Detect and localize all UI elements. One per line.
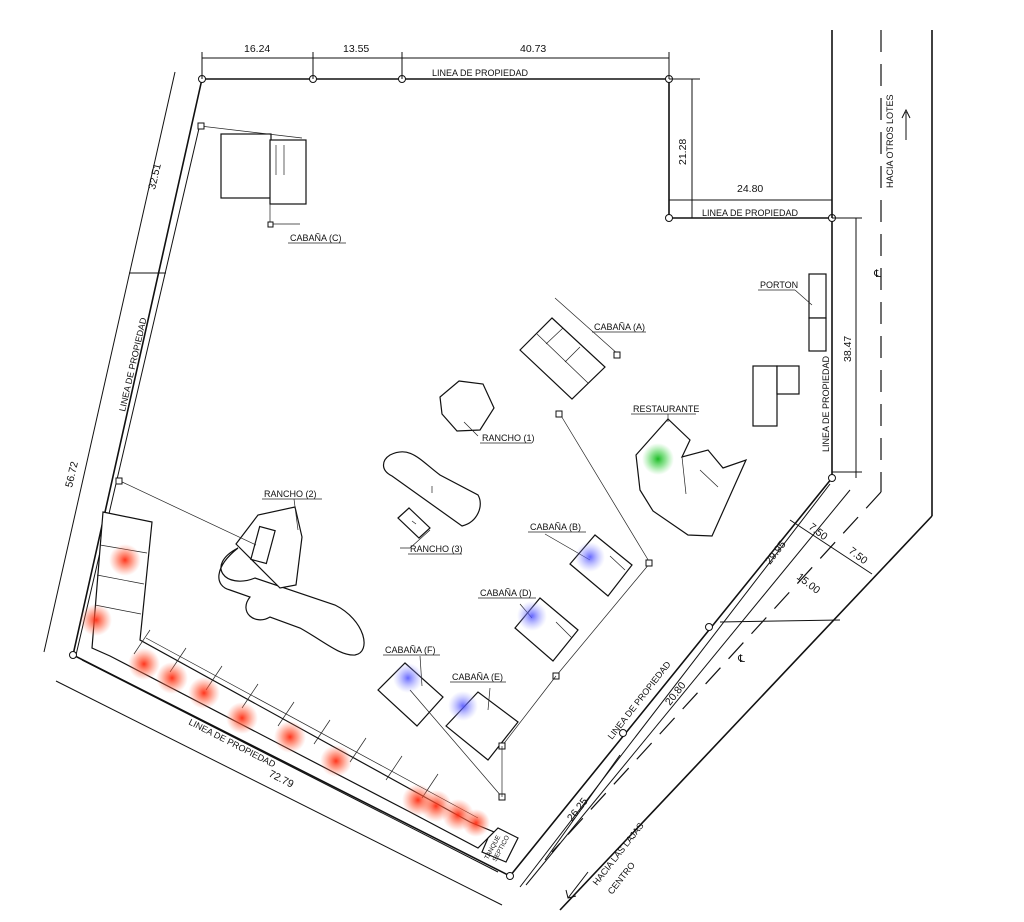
dim-left-upper: 32.51 xyxy=(146,162,164,190)
dim-left-lower: 56.72 xyxy=(63,460,81,488)
septic-tank: TANQUE SEPTICO xyxy=(481,827,519,863)
rancho-2: RANCHO (2) xyxy=(115,477,365,656)
boundary-nodes xyxy=(69,75,836,880)
red-marker xyxy=(80,604,112,636)
dim-right-top: 21.28 xyxy=(677,139,689,165)
dim-top-a: 16.24 xyxy=(244,43,270,55)
blue-marker xyxy=(517,601,547,631)
dimension-lines xyxy=(43,52,873,906)
property-boundary xyxy=(72,78,833,878)
cabin-e-label: CABAÑA (E) xyxy=(452,672,503,682)
dim-right-mid: 24.80 xyxy=(737,183,763,195)
dim-right-long: 38.47 xyxy=(842,336,854,362)
red-marker xyxy=(226,702,258,734)
red-marker xyxy=(188,677,220,709)
road-centerline-bottom: ℄ xyxy=(737,653,745,665)
restaurant-label: RESTAURANTE xyxy=(633,404,699,414)
dim-bottom: 72.79 xyxy=(267,768,296,791)
cabin-c: CABAÑA (C) xyxy=(197,122,346,244)
red-marker xyxy=(462,809,490,837)
property-line-label-top: LINEA DE PROPIEDAD xyxy=(432,68,529,78)
blue-marker xyxy=(575,542,605,572)
dim-diag-b: 7.50 xyxy=(846,545,870,567)
green-marker xyxy=(642,443,674,475)
red-marker xyxy=(320,745,352,777)
gate-label: PORTON xyxy=(760,280,798,290)
rancho-1-label: RANCHO (1) xyxy=(482,433,535,443)
cabin-d: CABAÑA (D) xyxy=(478,559,653,680)
dim-top-b: 13.55 xyxy=(343,43,369,55)
road-centerline-top: ℄ xyxy=(873,268,881,280)
cabin-d-label: CABAÑA (D) xyxy=(480,588,532,598)
rancho-2-label: RANCHO (2) xyxy=(264,489,317,499)
red-marker xyxy=(156,662,188,694)
to-other-lots-label: HACIA OTROS LOTES xyxy=(885,94,895,188)
rancho-1: RANCHO (1) xyxy=(439,380,535,444)
gate: PORTON xyxy=(752,273,827,427)
cabin-b-label: CABAÑA (B) xyxy=(530,522,581,532)
cabin-a-label: CABAÑA (A) xyxy=(594,322,645,332)
pool-area: RANCHO (3) xyxy=(382,451,481,555)
property-line-label-right: LINEA DE PROPIEDAD xyxy=(821,355,831,452)
property-line-label-right-top: LINEA DE PROPIEDAD xyxy=(702,208,799,218)
cabin-f-label: CABAÑA (F) xyxy=(385,645,436,655)
dim-diag-e: 20.80 xyxy=(663,680,689,708)
rancho-3-label: RANCHO (3) xyxy=(410,544,463,554)
markers xyxy=(80,443,674,837)
dim-top-c: 40.73 xyxy=(520,43,546,55)
red-marker xyxy=(128,648,160,680)
cabin-a: CABAÑA (A) xyxy=(519,297,651,564)
red-marker xyxy=(109,544,141,576)
blue-marker xyxy=(448,691,478,721)
red-marker xyxy=(274,721,306,753)
blue-marker xyxy=(393,663,423,693)
cabin-c-label: CABAÑA (C) xyxy=(290,233,342,243)
dim-diag-d: 15.00 xyxy=(794,571,822,597)
